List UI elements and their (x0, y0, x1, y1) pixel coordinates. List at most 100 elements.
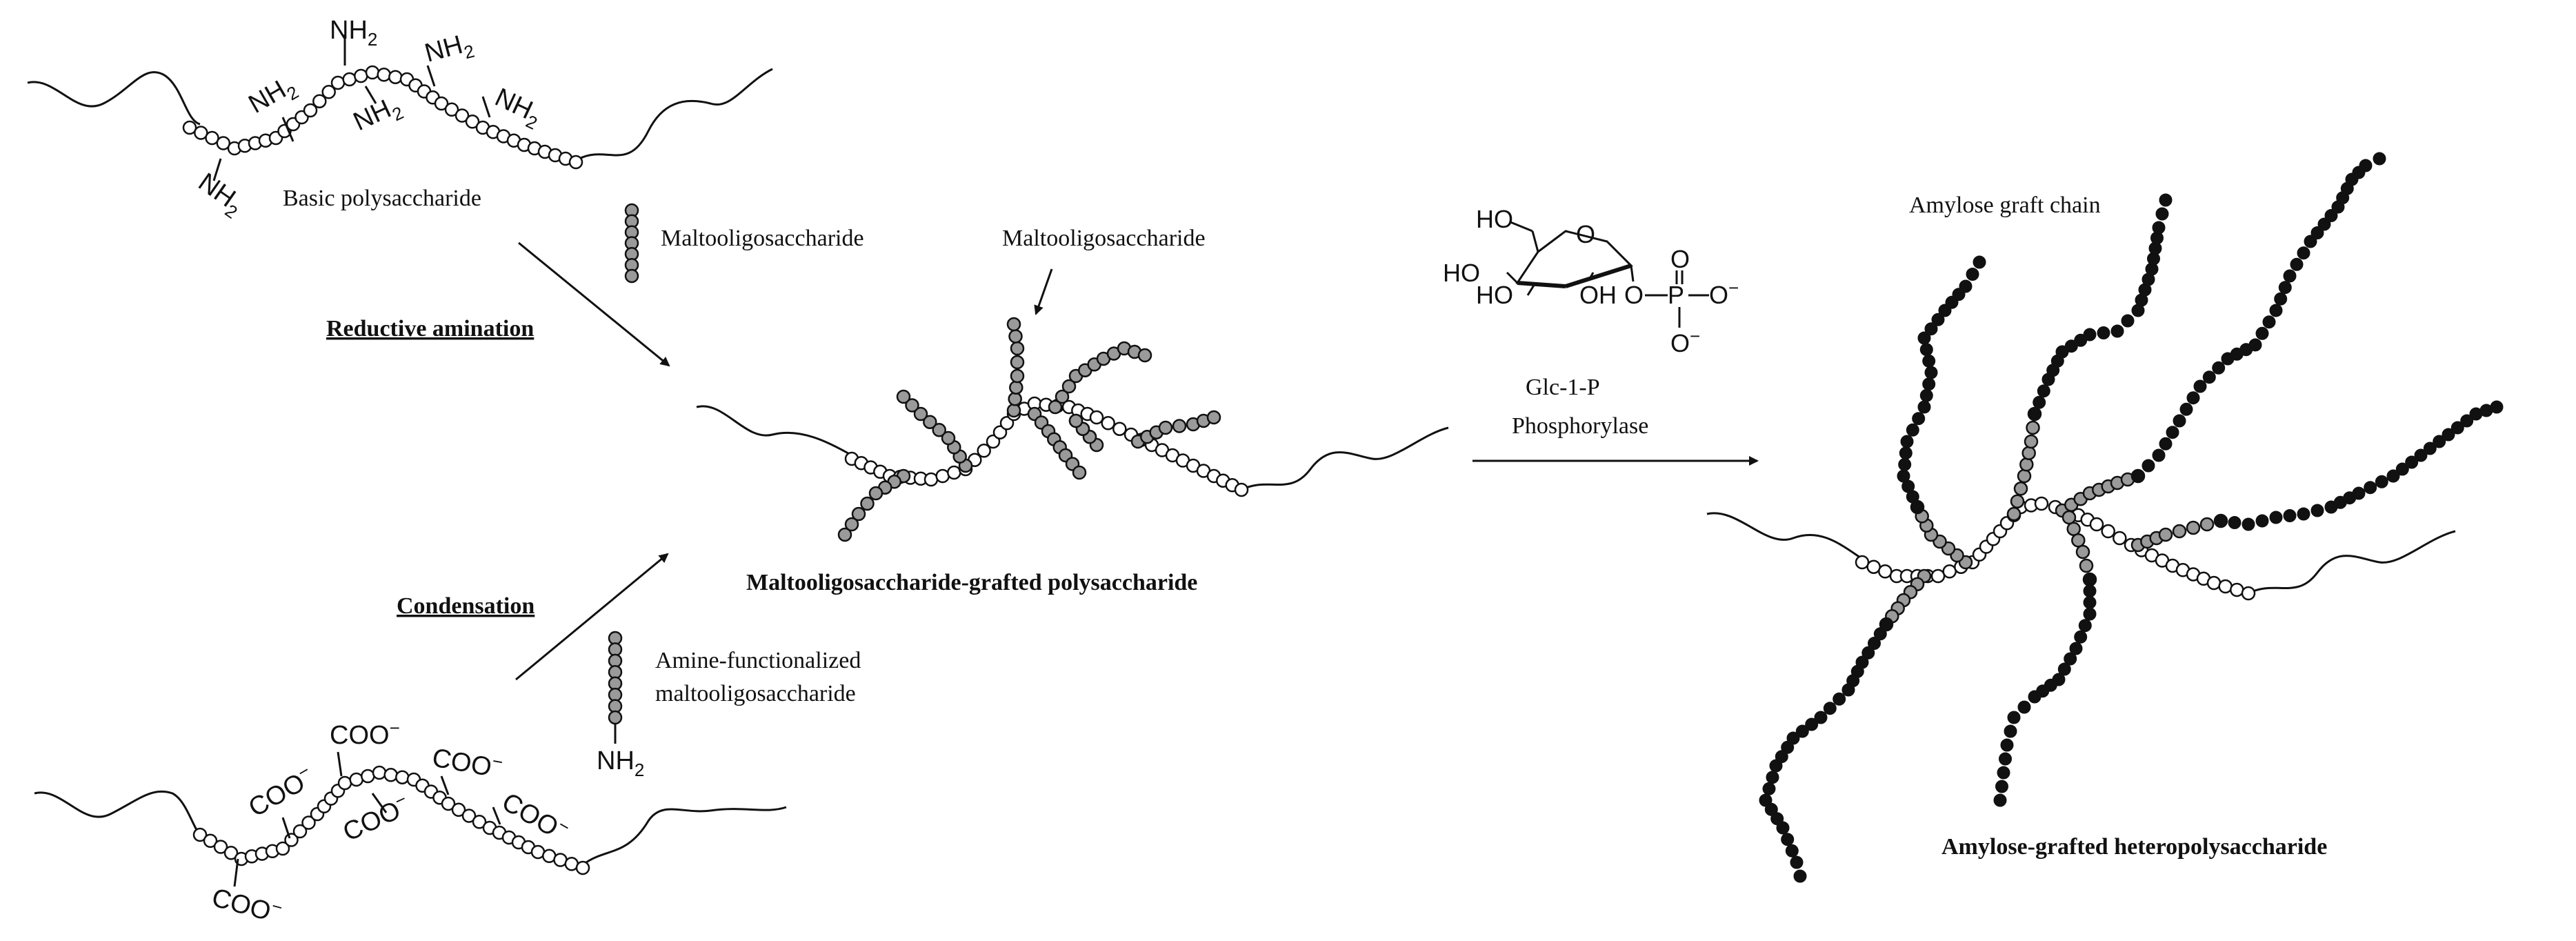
carboxylate-group: COO− (330, 717, 400, 777)
amylose-residue (1898, 457, 1912, 471)
amylose-residue (1769, 759, 1783, 773)
glucose-residue (2101, 524, 2115, 539)
amylose-residue (1897, 469, 1910, 483)
glucose-residue (844, 517, 859, 532)
reductive-amination-label: Reductive amination (326, 316, 534, 341)
amylose-residue (2064, 652, 2077, 666)
glucose-residue (1866, 559, 1881, 574)
amylose-residue (2057, 662, 2071, 676)
amylose-residue (2083, 573, 2097, 586)
glucose-residue (455, 108, 470, 123)
amylose-residue (1997, 766, 2010, 780)
amylose-residue (2442, 428, 2455, 442)
glucose-residue (2113, 531, 2127, 546)
glucose-residue (372, 765, 387, 780)
svg-text:NH2: NH2 (330, 16, 377, 50)
amylose-residue (2193, 379, 2207, 393)
glucose-residue (2172, 524, 2187, 539)
amylose-residue (2324, 209, 2338, 222)
amylose-residue (2000, 738, 2014, 752)
amylose-residue (2214, 514, 2228, 528)
glucose-residue (1855, 555, 1870, 570)
acidic-polysaccharide-backbone-left (34, 790, 201, 836)
amylose-residue (2121, 314, 2135, 328)
amylose-residue (2152, 221, 2166, 235)
amylose-residue (2028, 407, 2041, 421)
glucose-residue (947, 465, 961, 480)
glucose-residue (2010, 494, 2025, 508)
svg-text:HO: HO (1476, 205, 1513, 233)
glucose-residue (2186, 520, 2201, 535)
glucose-residue (2089, 517, 2104, 532)
glucose-residue (2024, 434, 2039, 449)
carboxylate-group: COO− (430, 744, 505, 795)
amine-group: NH2 (190, 158, 249, 223)
amylose-residue (2297, 246, 2310, 260)
acidic-polysaccharide-backbone-right (586, 806, 787, 864)
amylose-residue (2141, 459, 2155, 473)
svg-text:O: O (1670, 245, 1690, 273)
glucose-residue (194, 126, 208, 140)
amylose-residue (1959, 279, 1973, 293)
amylose-residue (2423, 442, 2437, 455)
amylose-residue (1873, 627, 1887, 641)
amylose-residue (1931, 313, 1945, 326)
glucose-residue (377, 68, 391, 82)
glucose-residue (1010, 368, 1025, 384)
glc1p-label: Glc-1-P (1526, 375, 1600, 400)
svg-text:NH2: NH2 (244, 70, 303, 123)
glucose-residue (2034, 496, 2049, 511)
glucose-1-phosphate-structure: HO O HO HO OH O P O O− O− (1443, 205, 1739, 357)
glucose-residue (923, 472, 939, 487)
svg-text:O: O (1624, 281, 1644, 309)
glucose-residue (2026, 420, 2040, 435)
amylose-residue (1922, 377, 1936, 391)
svg-text:P: P (1668, 281, 1684, 309)
svg-text:NH2: NH2 (190, 168, 249, 223)
basic-polysaccharide-backbone-left (27, 71, 201, 126)
condensation-label: Condensation (397, 593, 535, 619)
basic-polysaccharide-structure: NH2 NH2 NH2 NH2 NH2 NH2 Basic polysaccha… (27, 16, 773, 223)
grafted-bead-chains (837, 317, 1249, 542)
glucose-residue (913, 406, 928, 422)
grafted-polysaccharide-structure: Maltooligosaccharide Maltooligosaccharid… (696, 226, 1449, 595)
amylose-residue (2373, 152, 2386, 166)
glucose-residue (1072, 465, 1087, 480)
svg-text:NH2: NH2 (597, 746, 644, 780)
amylose-residue (2290, 257, 2304, 271)
amylose-residue (1919, 388, 1933, 402)
amylose-residue (1841, 683, 1855, 697)
glucose-residue (354, 68, 368, 83)
glucose-residue (395, 770, 410, 784)
amylose-residue (1966, 268, 1979, 281)
amylose-residue (2386, 469, 2400, 483)
amylose-residue (2131, 469, 2145, 483)
glucose-residue (935, 468, 950, 484)
grafted-backbone-right (1241, 426, 1449, 491)
glucose-residue (905, 398, 919, 413)
glucose-residue (2071, 533, 2086, 548)
amine-functionalized-maltooligosaccharide-legend: NH2 Amine-functionalized maltooligosacch… (597, 631, 861, 780)
glucose-residue (1006, 403, 1021, 418)
glucose-residue (568, 155, 583, 170)
svg-text:OH: OH (1579, 281, 1617, 309)
amylose-residue (1814, 711, 1828, 724)
glucose-residue (1112, 422, 1127, 436)
amylose-residue (2317, 217, 2331, 231)
amylose-residue (2364, 481, 2377, 495)
svg-text:COO−: COO− (209, 880, 285, 929)
glucose-residue (337, 775, 352, 791)
amylose-residue (2433, 435, 2446, 448)
amylose-residue (2007, 711, 2021, 724)
glucose-residue (2017, 468, 2032, 484)
glucose-residue (275, 841, 290, 856)
amylose-residue (2212, 361, 2226, 375)
svg-text:O−: O− (1670, 326, 1700, 357)
carboxylate-group: COO− (209, 858, 285, 929)
amine-group: NH2 (349, 86, 407, 137)
amylose-residue (2179, 402, 2193, 416)
amylose-residue (2359, 159, 2373, 172)
glucose-residue (1009, 380, 1024, 395)
amylose-residue (2083, 328, 2097, 341)
amylose-residue (2269, 511, 2283, 524)
